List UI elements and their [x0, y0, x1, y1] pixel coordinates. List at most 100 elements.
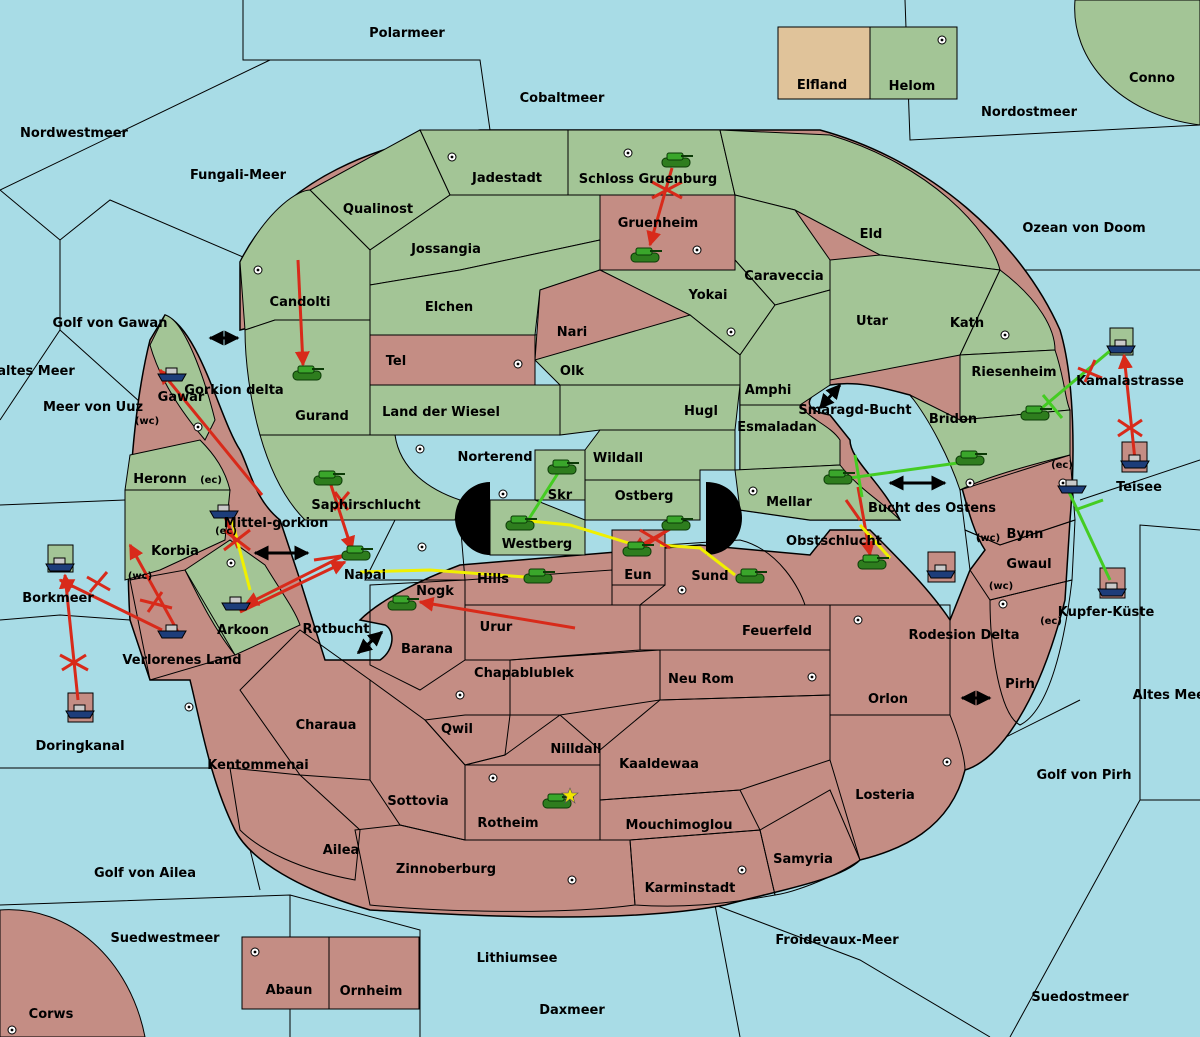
province-label: Jossangia: [410, 242, 481, 257]
province-label: Eld: [860, 227, 883, 242]
province-label: Chapablublek: [474, 666, 574, 681]
province-label: Skr: [548, 488, 573, 503]
sea-label: Nordwestmeer: [20, 126, 128, 141]
tank-icon[interactable]: [387, 595, 420, 611]
province-label: Charaua: [296, 718, 357, 733]
sea-label: Daxmeer: [539, 1003, 605, 1018]
province-label: Pirh: [1005, 677, 1035, 692]
province-arkoon[interactable]: [184, 539, 301, 656]
sea-label: Meer von Uuz: [43, 400, 143, 415]
failed-order-marks: [59, 180, 1143, 672]
sea-label: Ozean von Doom: [1022, 221, 1145, 236]
sea-label: Lithiumsee: [477, 951, 558, 966]
sea-label: Doringkanal: [35, 739, 124, 754]
province-esmaladan[interactable]: [739, 404, 841, 471]
tank-icon[interactable]: [1020, 405, 1053, 421]
province-label: Borkmeer: [22, 591, 94, 606]
coast-label: (wc): [989, 581, 1013, 592]
province-label: Obstschlucht: [786, 534, 882, 549]
sea-label: Suedwestmeer: [110, 931, 220, 946]
tank-icon[interactable]: [661, 515, 694, 531]
province-label: Kath: [950, 316, 984, 331]
province-ornheim[interactable]: [328, 936, 420, 1010]
province-conno[interactable]: [1074, 0, 1200, 126]
province-label: Kaaldewaa: [619, 757, 699, 772]
province-elfland[interactable]: [777, 26, 871, 100]
province-label: Karminstadt: [645, 881, 736, 896]
tank-icon[interactable]: [622, 541, 655, 557]
sea-label: Cobaltmeer: [520, 91, 605, 106]
province-label: Nogk: [416, 584, 454, 599]
sea-label: Corws: [29, 1007, 74, 1022]
coast-label: (wc): [135, 416, 159, 427]
sea-label: Kaltes Meer: [0, 364, 75, 379]
sea-labels: Polarmeer Cobaltmeer Nordwestmeer Fungal…: [0, 26, 1200, 1022]
province-label: Korbia: [151, 544, 199, 559]
province-label: Abaun: [266, 983, 313, 998]
tank-icon[interactable]: [823, 469, 856, 485]
sea-label: Kupfer-Küste: [1058, 605, 1155, 620]
province-label: Bridon: [929, 412, 977, 427]
tank-icon[interactable]: [661, 152, 694, 168]
coast-label: (ec): [215, 526, 237, 537]
tank-icon[interactable]: [292, 365, 325, 381]
province-label: Yokai: [687, 288, 727, 303]
sea-label: Polarmeer: [369, 26, 445, 41]
tank-icon[interactable]: [955, 450, 988, 466]
province-label: Ostberg: [615, 489, 674, 504]
move-orders: [58, 167, 1137, 701]
province-label: Orlon: [868, 692, 908, 707]
province-label: Losteria: [855, 788, 915, 803]
province-label: Mouchimoglou: [626, 818, 733, 833]
province-borders: [47, 194, 1148, 912]
province-norterend[interactable]: [259, 434, 461, 521]
province-label: Caraveccia: [744, 269, 823, 284]
sea-label: Golf von Gawan: [53, 316, 168, 331]
tank-icon[interactable]: [313, 470, 346, 486]
province-label: Arkoon: [217, 623, 269, 638]
support-orders: [230, 518, 892, 591]
province-label: Teisee: [1116, 480, 1162, 495]
tank-icon[interactable]: [630, 247, 663, 263]
province-label: Urur: [480, 620, 513, 635]
province-label: Gawar: [158, 390, 205, 405]
tank-icon[interactable]: [505, 515, 538, 531]
hold-orders: [523, 343, 1118, 581]
province-label: Samyria: [773, 852, 833, 867]
sea-label: Suedostmeer: [1031, 990, 1129, 1005]
province-label: Westberg: [502, 537, 572, 552]
province-label: Elfland: [797, 78, 847, 93]
coast-label: (wc): [128, 571, 152, 582]
sea-label: Kamalastrasse: [1076, 374, 1184, 389]
cut-support-marks: [853, 394, 1104, 512]
province-label: Utar: [856, 314, 889, 329]
province-label: Qwil: [441, 722, 473, 737]
tank-icon[interactable]: [523, 568, 556, 584]
sea-label: Rotbucht: [303, 622, 370, 637]
province-label: Olk: [560, 364, 585, 379]
province-label: Nabai: [344, 568, 386, 583]
coast-label: (ec): [1040, 616, 1062, 627]
province-label: Ailea: [323, 843, 360, 858]
province-label: Wildall: [593, 451, 643, 466]
province-label: Riesenheim: [971, 365, 1056, 380]
province-label: Nilldall: [550, 742, 601, 757]
province-ostberg[interactable]: [584, 479, 701, 521]
province-label: Kentommenai: [207, 758, 308, 773]
province-labels: Elfland Helom Jadestadt Schloss Gruenbur…: [22, 78, 1162, 999]
province-korbia[interactable]: [124, 489, 231, 581]
tank-icon[interactable]: [735, 568, 768, 584]
province-label: Eun: [624, 568, 651, 583]
sea-label: Bucht des Ostens: [868, 501, 996, 516]
tank-icon[interactable]: [857, 554, 890, 570]
tank-icon[interactable]: [547, 459, 580, 475]
sea-label: Golf von Ailea: [94, 866, 196, 881]
sea-label: Nordostmeer: [981, 105, 1078, 120]
province-label: Mellar: [766, 495, 812, 510]
tank-icon[interactable]: [341, 545, 374, 561]
coast-label: (ec): [1051, 460, 1073, 471]
province-corws[interactable]: [0, 909, 146, 1037]
province-label: Elchen: [425, 300, 473, 315]
province-label: Sottovia: [387, 794, 448, 809]
sea-label: Smaragd-Bucht: [798, 403, 911, 418]
